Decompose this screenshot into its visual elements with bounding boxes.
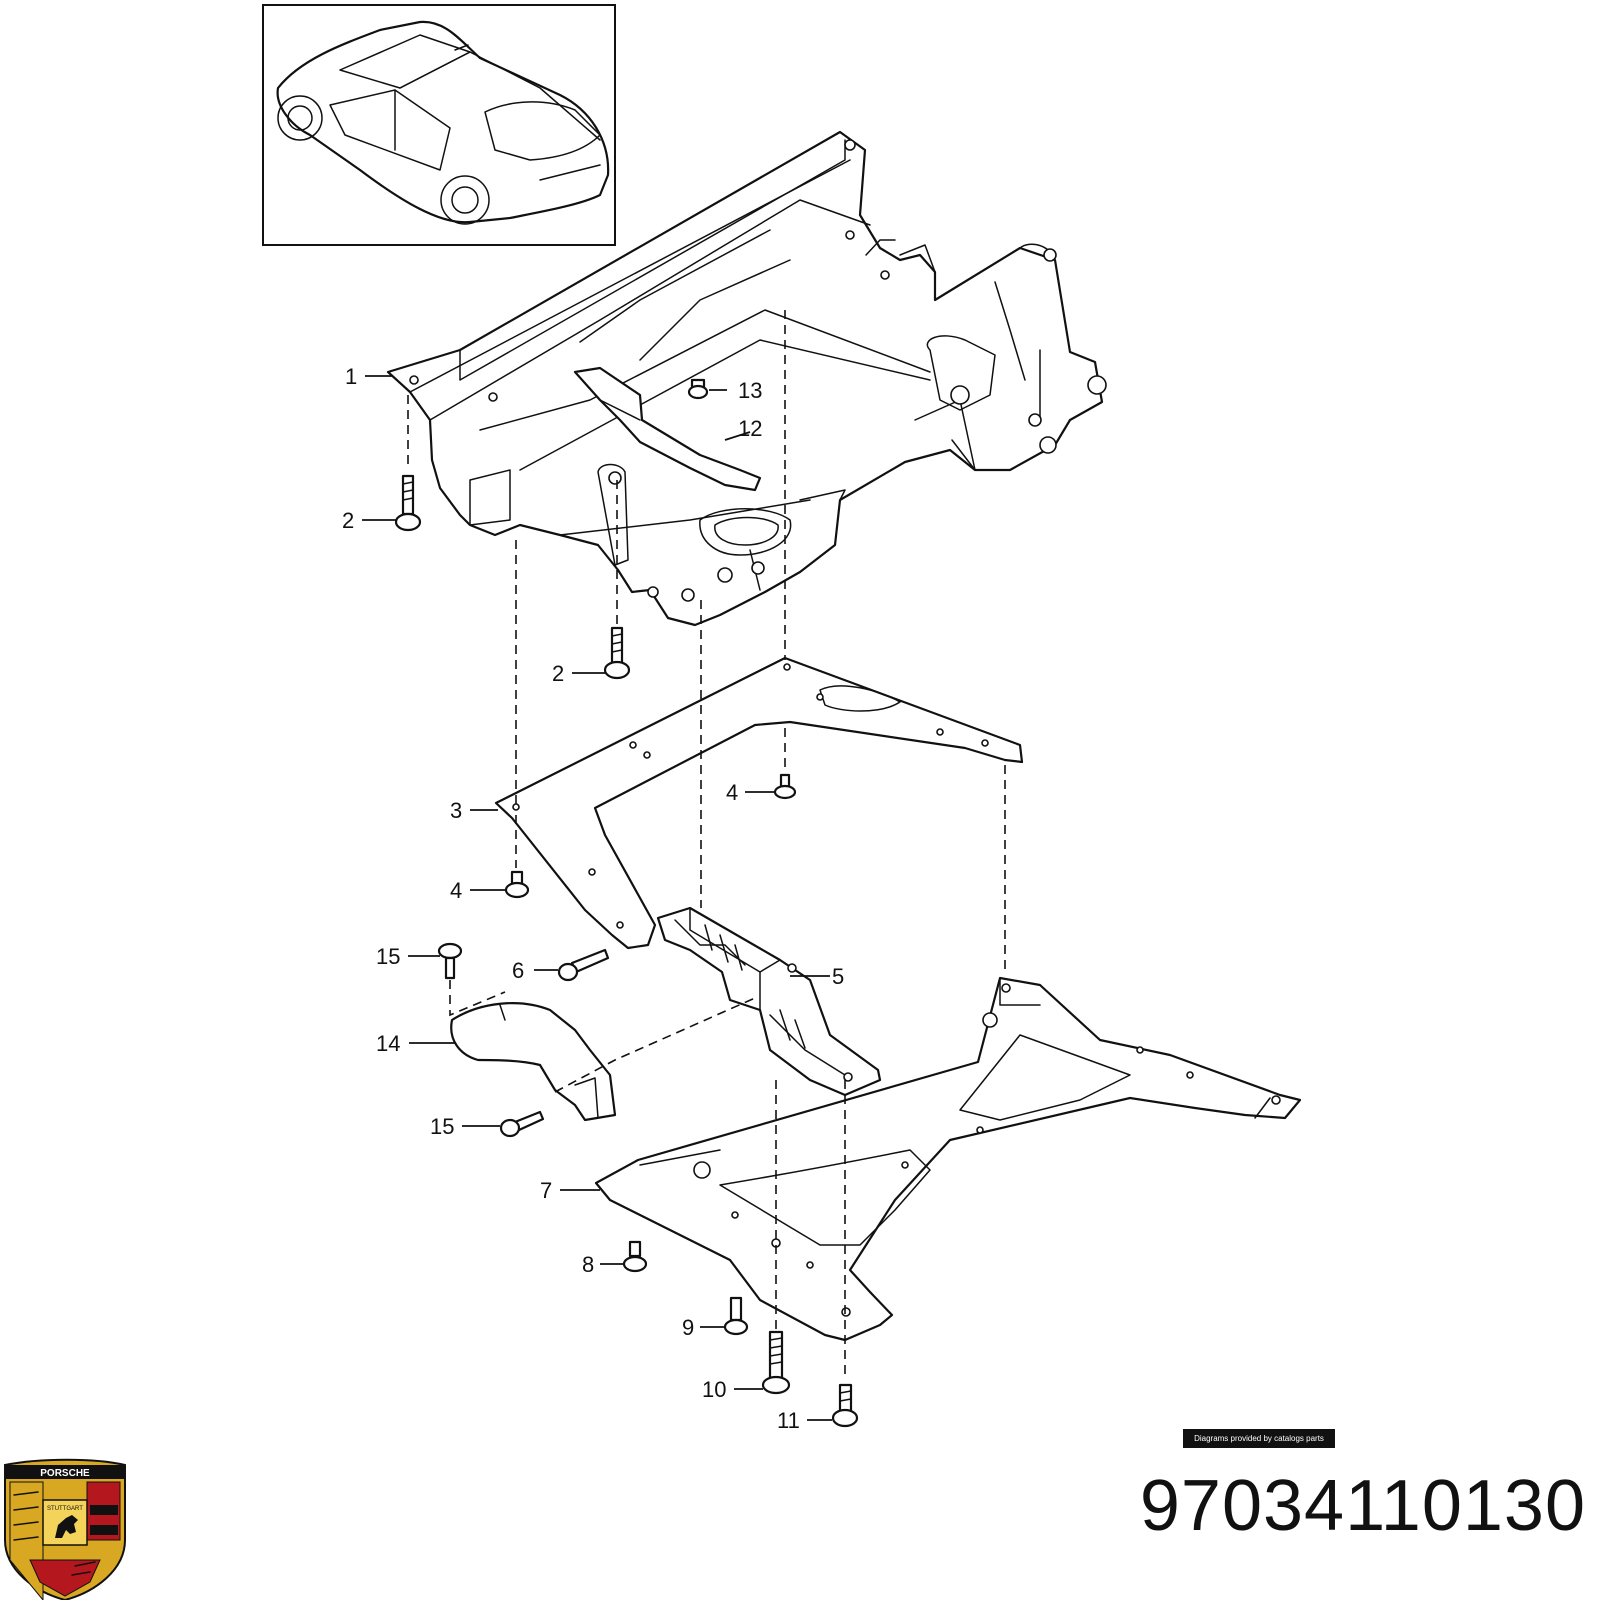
part-number: 97034110130 bbox=[1139, 1466, 1586, 1546]
part-14-bracket bbox=[450, 1002, 617, 1122]
fastener-8-nut bbox=[622, 1240, 648, 1273]
callout-3: 3 bbox=[450, 798, 462, 823]
crest-brand-text: PORSCHE bbox=[40, 1468, 90, 1479]
assembly-lines bbox=[407, 310, 1006, 1380]
callout-12: 12 bbox=[738, 416, 762, 441]
fastener-11-bolt bbox=[831, 1383, 859, 1428]
callout-15-lower: 15 bbox=[430, 1114, 454, 1139]
fastener-6-bolt bbox=[557, 948, 610, 982]
credit-text: Diagrams provided by catalogs parts bbox=[1194, 1434, 1324, 1443]
part-5-mounting-bracket bbox=[656, 906, 882, 1097]
fastener-13-bolt bbox=[687, 378, 709, 400]
car-illustration bbox=[276, 20, 610, 225]
callout-8: 8 bbox=[582, 1252, 594, 1277]
part-1-subframe bbox=[386, 130, 1107, 627]
callout-15-upper: 15 bbox=[376, 944, 400, 969]
fastener-4-nut-upper bbox=[773, 773, 797, 800]
fastener-15-screw-upper bbox=[437, 942, 463, 980]
fastener-4-nut-lower bbox=[504, 870, 530, 899]
fastener-9-bolt bbox=[723, 1296, 749, 1336]
callout-14: 14 bbox=[376, 1031, 400, 1056]
callout-13: 13 bbox=[738, 378, 762, 403]
porsche-crest-icon: PORSCHE STUTTGART bbox=[4, 1458, 126, 1600]
callout-5: 5 bbox=[832, 964, 844, 989]
crest-city-text: STUTTGART bbox=[47, 1506, 83, 1512]
credit-banner bbox=[1183, 1429, 1335, 1448]
fastener-2-bolt-lower bbox=[603, 626, 631, 680]
callout-9: 9 bbox=[682, 1315, 694, 1340]
callout-7: 7 bbox=[540, 1178, 552, 1203]
callout-labels: 1 2 2 3 4 4 5 6 7 8 9 10 11 12 13 14 15 … bbox=[342, 364, 844, 1433]
fastener-2-bolt-upper bbox=[394, 474, 422, 532]
callout-10: 10 bbox=[702, 1377, 726, 1402]
leader-lines bbox=[362, 375, 832, 1421]
callout-11: 11 bbox=[777, 1408, 800, 1433]
fastener-15-screw-lower bbox=[499, 1110, 545, 1138]
part-7-underbody-panel bbox=[594, 976, 1302, 1342]
part-3-reinforcement-plate bbox=[494, 656, 1024, 950]
part-12-bracket bbox=[573, 366, 762, 492]
car-overview-inset bbox=[262, 4, 616, 246]
callout-1: 1 bbox=[345, 364, 357, 389]
callout-4-upper: 4 bbox=[726, 780, 738, 805]
fastener-10-bolt bbox=[761, 1330, 791, 1395]
callout-2-upper: 2 bbox=[342, 508, 354, 533]
callout-6: 6 bbox=[512, 958, 524, 983]
callout-4-lower: 4 bbox=[450, 878, 462, 903]
callout-2-lower: 2 bbox=[552, 661, 564, 686]
